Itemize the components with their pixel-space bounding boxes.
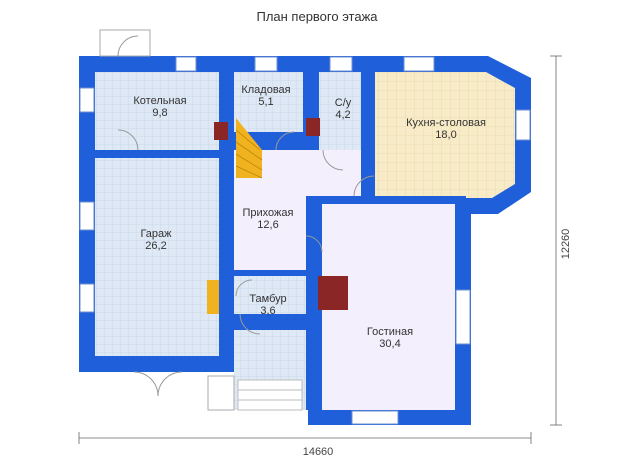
porches: [99, 29, 303, 411]
room-name: Тамбур: [249, 293, 287, 305]
dimension-width: 14660: [302, 446, 334, 458]
room-name: Гараж: [140, 228, 172, 240]
chimneys: [214, 118, 348, 310]
room-area: 30,4: [379, 338, 401, 350]
plan-title: План первого этажа: [256, 9, 378, 24]
floor-garage: [95, 158, 219, 356]
room-name: С/у: [334, 97, 352, 109]
room-name: Кладовая: [241, 84, 291, 96]
floor-vest: [234, 276, 306, 314]
floor-boiler: [95, 72, 219, 150]
floor-wc: [319, 72, 361, 150]
room-name: Прихожая: [242, 207, 294, 219]
room-label-kitchen: Кухня-столовая 18,0: [406, 117, 486, 141]
room-floors: [95, 72, 515, 410]
staircase: [207, 118, 263, 314]
room-label-wc: С/у 4,2: [335, 97, 352, 121]
room-label-vestibule: Тамбур 3,6: [249, 293, 286, 317]
room-name: Кухня-столовая: [406, 117, 486, 129]
floor-hall-b: [234, 200, 306, 270]
room-area: 12,6: [257, 219, 279, 231]
room-name: Котельная: [133, 95, 187, 107]
room-label-living: Гостиная 30,4: [367, 326, 413, 350]
room-area: 26,2: [145, 240, 167, 252]
floor-kitchen: [375, 72, 515, 198]
room-area: 5,1: [258, 96, 274, 108]
room-name: Гостиная: [366, 326, 414, 338]
room-label-storage: Кладовая 5,1: [241, 84, 290, 108]
dimension-lines: [78, 55, 562, 444]
dimension-height: 12260: [560, 228, 572, 260]
room-label-boiler: Котельная 9,8: [133, 95, 186, 119]
windows: [79, 56, 531, 425]
room-area: 3,6: [260, 305, 276, 317]
room-label-garage: Гараж 26,2: [140, 228, 171, 252]
room-area: 18,0: [435, 129, 457, 141]
floor-storage: [234, 72, 303, 132]
doors: [117, 35, 375, 397]
room-label-hall: Прихожая 12,6: [243, 207, 294, 231]
room-area: 4,2: [335, 109, 351, 121]
room-area: 9,8: [152, 107, 168, 119]
